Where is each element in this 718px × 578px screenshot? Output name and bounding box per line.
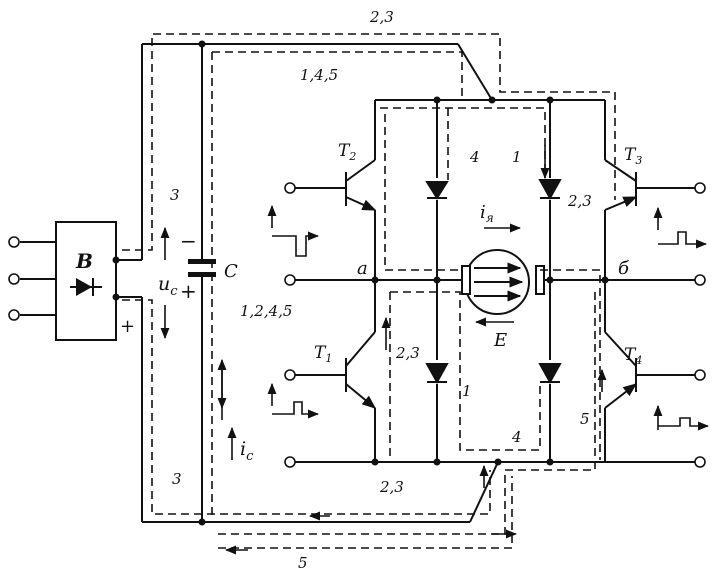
node-a-label: a [357,258,368,279]
t1-label: T1 [314,343,332,365]
transistor-t4 [604,331,638,409]
t3-label: T3 [624,145,642,167]
capacitor-plates [188,259,216,277]
path-label-right-5: 5 [580,410,590,428]
path-labels: 2,3 1,4,5 4 1 2,3 3 1,2,4,5 2,3 1 4 5 3 … [170,8,592,572]
voltage-label: uc [158,273,178,299]
t2-label: T2 [338,141,356,163]
path-label-bottom-5: 5 [298,554,308,572]
path-label-left-1245: 1,2,4,5 [240,302,292,320]
armature-current-label: iя [480,202,494,225]
t4-label: T4 [624,345,642,367]
motor [461,249,545,315]
gate-waveforms [267,204,710,431]
rectifier-plus-label: + [120,316,135,337]
capacitor-minus-label: − [180,229,197,253]
path-label-top-inner: 1,4,5 [300,66,338,84]
terminals [8,182,706,468]
path-label-right-23: 2,3 [567,192,592,210]
rectifier-label: B [75,249,93,273]
path-label-diode4-upper: 4 [469,148,480,166]
path-label-lower-23: 2,3 [395,344,420,362]
junction-dots [112,40,609,526]
transistor-t2 [345,159,377,211]
path-label-left-3-bottom: 3 [172,470,182,488]
emf-label: E [493,330,507,351]
capacitor-plus-label: + [180,279,197,303]
rectifier-block [55,221,117,341]
main-wiring [20,43,695,523]
diodes [425,179,562,385]
node-b-label: б [618,258,630,279]
transistor-t3 [604,159,638,211]
path-label-lower-1: 1 [462,382,472,400]
path-label-left-3-top: 3 [170,186,180,204]
cap-current-label: ic [240,438,254,464]
path-label-top-outer: 2,3 [369,8,394,26]
direction-arrows [160,145,607,555]
path-label-bottom-23: 2,3 [379,478,404,496]
current-paths [122,33,616,549]
path-label-diode1-upper: 1 [512,148,522,166]
transistor-t1 [345,331,377,409]
capacitor-label: C [224,261,238,282]
path-label-lower-4: 4 [511,428,522,446]
